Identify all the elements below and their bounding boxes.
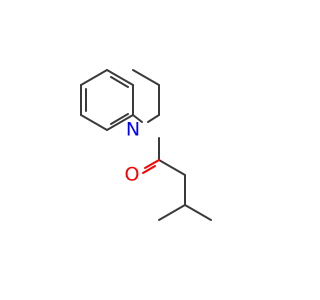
acyl-chain — [142, 137, 212, 221]
carbonyl-double-bond-inner — [142, 165, 156, 174]
oxygen-label: O — [125, 164, 140, 186]
bond-c6-c7 — [80, 114, 108, 131]
bond-c4a-c5 — [80, 69, 108, 86]
structure-diagram: N O — [80, 69, 212, 221]
benzene-ring — [80, 69, 134, 131]
bond-carbonyl-ch2 — [158, 159, 186, 176]
tetrahydro-ring — [132, 69, 160, 123]
aromatic-inner-bond-3 — [110, 76, 129, 88]
bond-c7-c8 — [106, 114, 134, 131]
bond-c8a-c4a — [106, 69, 134, 86]
molecule-canvas: N O — [80, 69, 212, 221]
bond-ch-methyl-right — [184, 204, 212, 221]
nitrogen-label: N — [126, 119, 140, 141]
bond-c4a-c4 — [132, 69, 160, 86]
bond-c3-c2 — [147, 114, 160, 123]
bond-c8a-n — [132, 114, 143, 123]
aromatic-inner-bond-2 — [110, 113, 129, 125]
carbonyl-double-bond-outer — [144, 159, 160, 169]
bond-ch-methyl-left — [158, 204, 186, 221]
